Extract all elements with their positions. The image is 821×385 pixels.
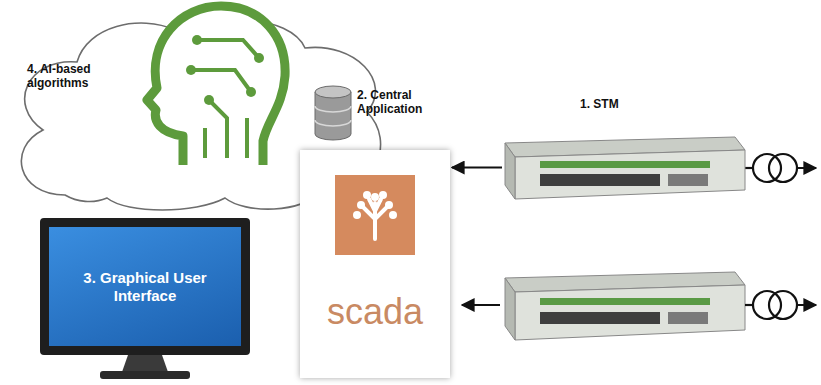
scada-box: scada <box>300 150 450 378</box>
stm-device <box>505 135 745 200</box>
text-holder: 1. STM <box>580 97 660 111</box>
node-label: 3. Graphical User Interface <box>57 269 233 305</box>
central-application: 2. Central Application <box>313 84 448 142</box>
power-arrow <box>797 167 816 169</box>
scada-logo <box>335 175 415 255</box>
power-arrow <box>797 304 816 306</box>
node-label: 4. AI-based algorithms <box>27 62 113 91</box>
database-icon <box>313 84 353 142</box>
stm-node: 1. STM <box>505 135 745 200</box>
data-arrow <box>452 167 502 169</box>
text-holder: 4. AI-based algorithms <box>27 62 113 91</box>
text-holder: scada <box>300 290 450 333</box>
transformer-symbol <box>745 154 797 319</box>
monitor-stand <box>100 355 190 379</box>
stm-device <box>505 272 745 340</box>
node-label: 2. Central Application <box>357 88 447 117</box>
data-arrow <box>462 304 500 306</box>
node-label: 1. STM <box>580 97 660 111</box>
text-holder: 2. Central Application <box>357 88 447 117</box>
ai-head-icon <box>147 6 285 165</box>
node-label: scada <box>300 290 450 333</box>
text-holder: 3. Graphical User Interface <box>57 227 233 346</box>
gui-screen: 3. Graphical User Interface <box>40 218 250 355</box>
